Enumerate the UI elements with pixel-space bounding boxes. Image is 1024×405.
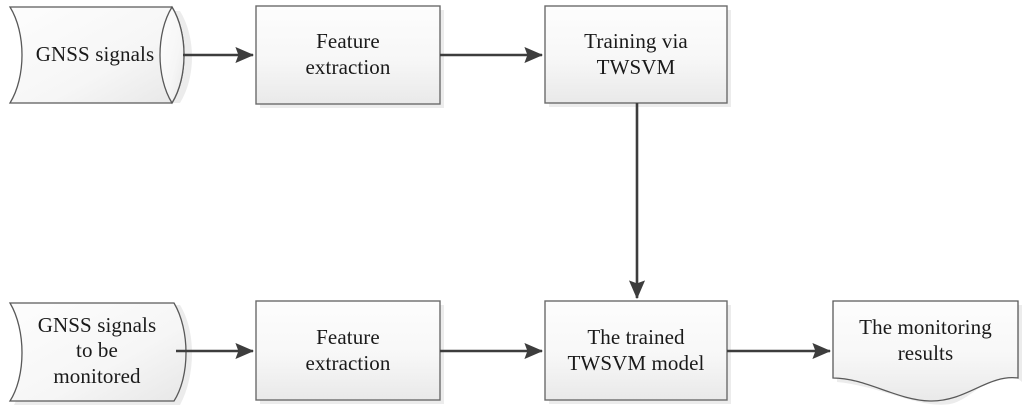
node-monitoring-results[interactable]: [832, 300, 1019, 402]
cylinder-end-cap: [159, 5, 185, 105]
node-training-twsvm[interactable]: [544, 5, 728, 104]
cylinder-body: [8, 6, 185, 104]
node-gnss-signals-monitored[interactable]: [8, 302, 187, 402]
connectors: [176, 46, 832, 360]
node-gnss-signals[interactable]: [8, 5, 185, 105]
document-body: [832, 300, 1019, 402]
node-trained-twsvm-model[interactable]: [544, 300, 728, 401]
curved-tape-body: [8, 302, 187, 402]
node-feature-extraction-bottom[interactable]: [255, 300, 441, 401]
rect-body: [544, 300, 728, 401]
rect-body: [544, 5, 728, 104]
rect-body: [255, 300, 441, 401]
node-feature-extraction-top[interactable]: [255, 5, 441, 105]
rect-body: [255, 5, 441, 105]
